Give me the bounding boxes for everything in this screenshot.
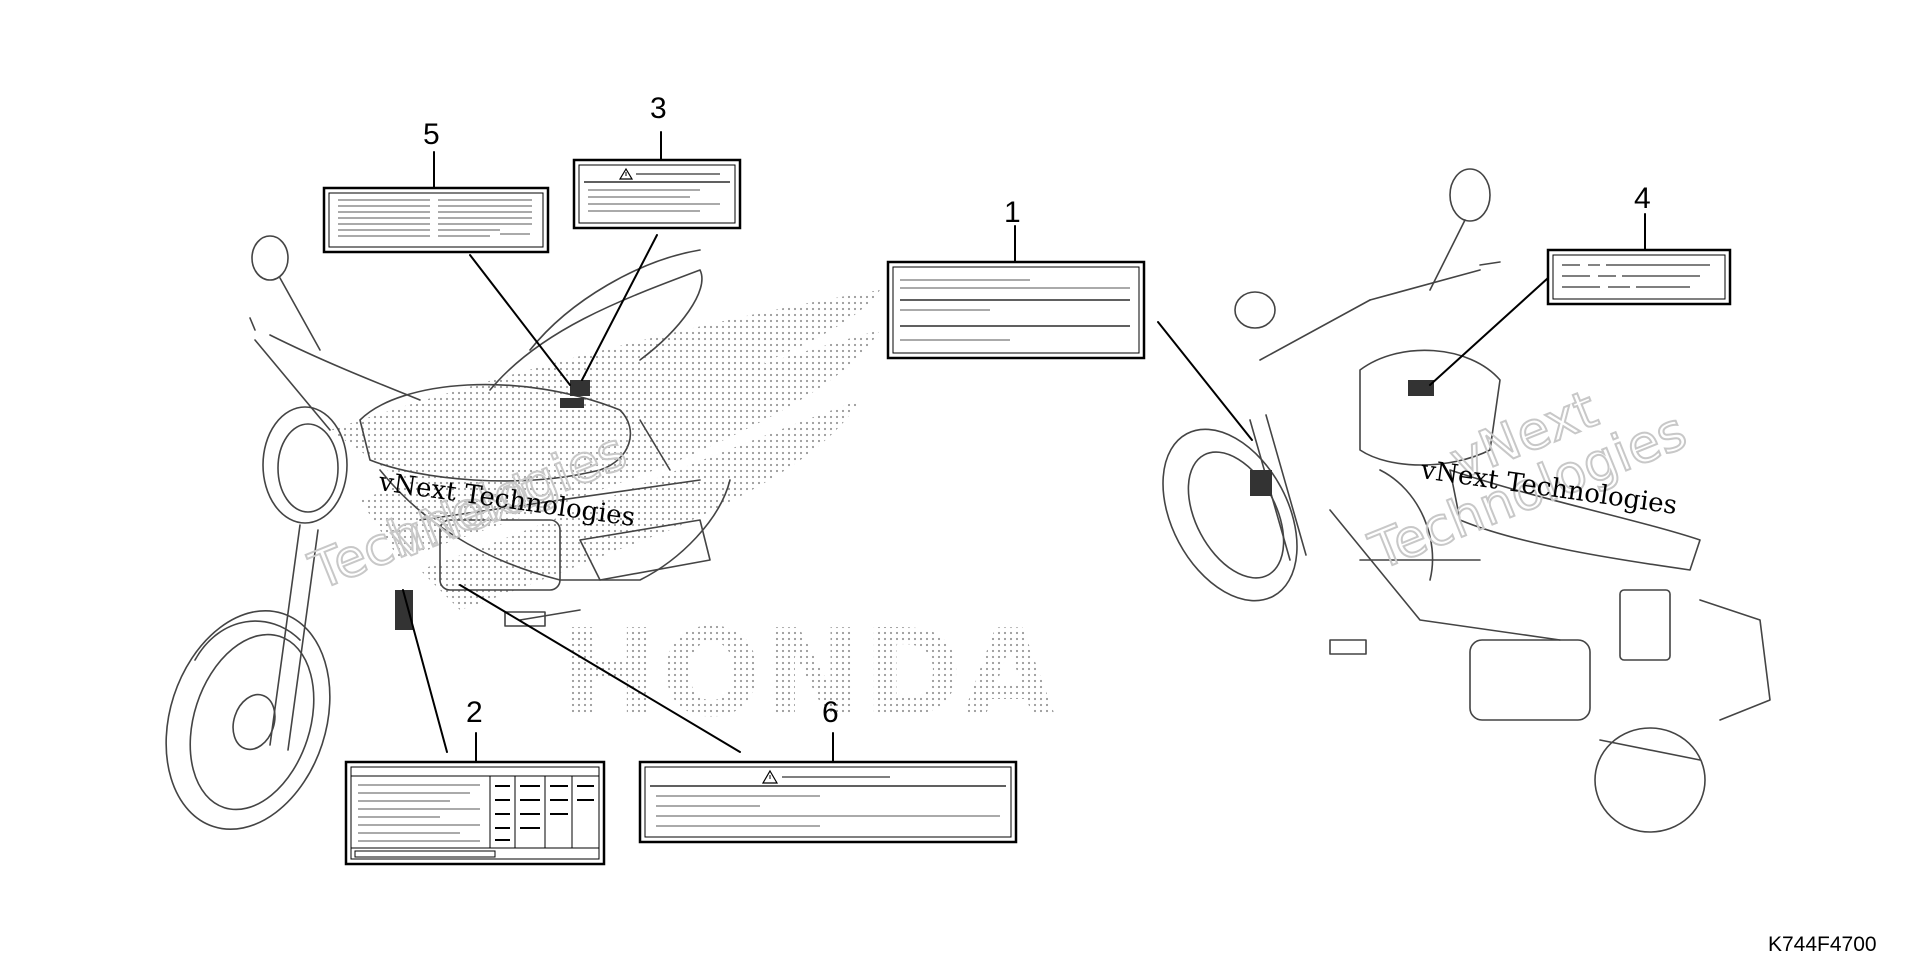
label-3	[572, 158, 742, 230]
warning-triangle-icon	[761, 769, 779, 784]
honda-logo-text: HONDA	[560, 605, 1055, 744]
leader-lines	[402, 131, 1646, 763]
callout-4[interactable]: 4	[1634, 182, 1651, 215]
label-6	[638, 760, 1018, 844]
motorcycle-left-view	[165, 235, 731, 831]
callout-2[interactable]: 2	[466, 696, 483, 729]
diagram-code: K744F4700	[1768, 933, 1877, 956]
label-4	[1546, 248, 1732, 306]
callout-3[interactable]: 3	[650, 92, 667, 125]
callout-6[interactable]: 6	[822, 696, 839, 729]
callout-5[interactable]: 5	[423, 118, 440, 151]
callout-1[interactable]: 1	[1004, 196, 1021, 229]
callout-numbers: 1 2 3 4 5 6	[423, 92, 1651, 729]
honda-wing-background: HONDA	[330, 290, 1055, 744]
label-1	[886, 260, 1146, 360]
label-5	[322, 186, 550, 254]
label-2	[344, 760, 606, 866]
motorcycle-right-view	[1162, 168, 1771, 833]
watermark-right: vNext Technologies vNext Technologies	[1360, 379, 1695, 584]
warning-triangle-icon	[618, 167, 634, 180]
